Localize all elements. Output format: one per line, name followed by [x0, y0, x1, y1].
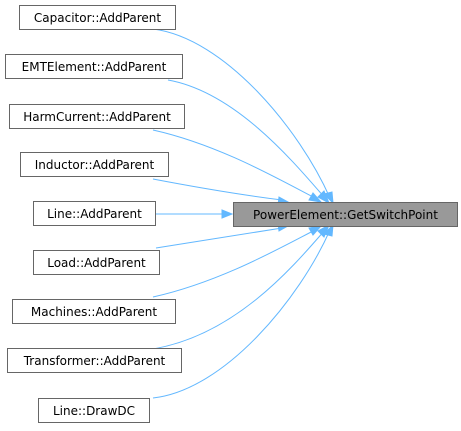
- node-harmcurrent-addparent[interactable]: HarmCurrent::AddParent: [9, 104, 185, 129]
- target-node-label: PowerElement::GetSwitchPoint: [253, 208, 438, 222]
- edge-harmcurrent-addparent-arrowhead: [308, 192, 323, 203]
- node-label: HarmCurrent::AddParent: [23, 110, 171, 124]
- node-machines-addparent[interactable]: Machines::AddParent: [12, 299, 176, 324]
- node-label: Machines::AddParent: [31, 305, 158, 319]
- node-load-addparent[interactable]: Load::AddParent: [33, 250, 160, 275]
- edge-inductor-addparent: [152, 178, 283, 201]
- edge-line-drawdc: [152, 229, 331, 399]
- caller-nodes: Capacitor::AddParent EMTElement::AddPare…: [5, 5, 185, 423]
- edge-machines-addparent: [152, 229, 316, 298]
- node-powerelement-getswitchpoint[interactable]: PowerElement::GetSwitchPoint: [233, 202, 458, 227]
- edge-line-addparent-arrowhead: [221, 209, 234, 219]
- node-line-addparent[interactable]: Line::AddParent: [33, 201, 156, 226]
- node-label: Line::AddParent: [47, 207, 142, 221]
- node-label: Inductor::AddParent: [35, 158, 155, 172]
- edge-capacitor-addparent: [152, 28, 331, 199]
- node-inductor-addparent[interactable]: Inductor::AddParent: [20, 152, 169, 177]
- node-capacitor-addparent[interactable]: Capacitor::AddParent: [19, 5, 176, 30]
- node-label: Transformer::AddParent: [23, 354, 166, 368]
- node-label: Capacitor::AddParent: [34, 11, 161, 25]
- node-label: EMTElement::AddParent: [22, 60, 167, 74]
- node-emtelement-addparent[interactable]: EMTElement::AddParent: [5, 54, 183, 79]
- node-label: Line::DrawDC: [53, 404, 135, 418]
- edge-load-addparent: [155, 227, 283, 249]
- edge-emtelement-addparent-arrowhead: [317, 190, 331, 205]
- edge-capacitor-addparent-arrowhead: [323, 191, 334, 205]
- edge-line-drawdc-arrowhead: [323, 223, 334, 237]
- node-line-drawdc[interactable]: Line::DrawDC: [38, 398, 150, 423]
- edge-emtelement-addparent: [167, 79, 326, 199]
- edge-harmcurrent-addparent: [152, 129, 316, 199]
- edge-transformer-addparent: [152, 229, 326, 350]
- node-label: Load::AddParent: [47, 256, 146, 270]
- node-transformer-addparent[interactable]: Transformer::AddParent: [7, 348, 182, 373]
